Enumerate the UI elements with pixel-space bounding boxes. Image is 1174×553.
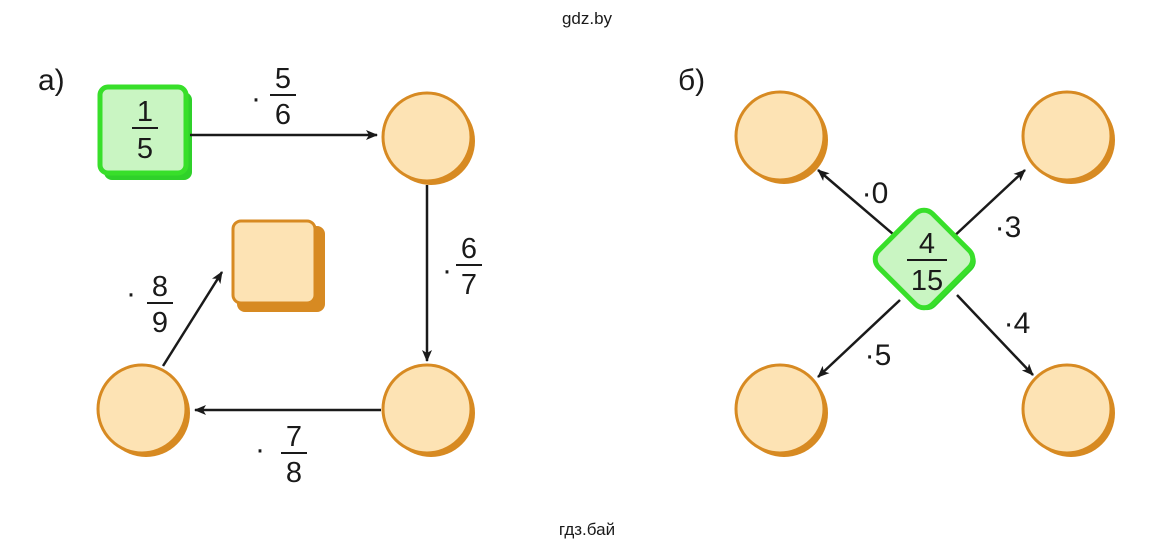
part-a-circle-bottom-right [381,363,475,457]
part-b-circle-bottom-left [734,363,828,457]
part-a-op-4-denominator: 9 [152,307,168,339]
part-b-arrow-bottom-left [817,299,901,378]
part-b-center-numerator: 4 [919,228,935,260]
part-b-op-bottom-left: ·5 [865,339,892,372]
watermark-top: gdz.by [562,9,613,28]
part-a-op-3: · 7 8 [255,421,307,489]
part-a-op-2: · 6 7 [442,233,482,301]
part-a-start-box: 1 5 [97,84,192,180]
watermark-bottom: гдз.бай [559,520,615,539]
part-a-label: а) [38,64,65,97]
part-b-arrow-bottom-right [956,294,1034,376]
part-b-center-denominator: 15 [911,265,943,297]
part-b-center-diamond: 4 15 [872,207,976,311]
part-a-op-2-numerator: 6 [461,233,477,265]
part-a-start-denominator: 5 [137,133,153,165]
part-a-result-box [231,219,325,312]
part-b-circle-top-left [734,90,828,184]
part-a-op-1-numerator: 5 [275,63,291,95]
part-a-circle-bottom-left [96,363,190,457]
part-a-op-2-sign: · [442,254,452,287]
part-a-op-1: · 5 6 [251,63,296,131]
part-b-arrow-top-left [817,169,901,241]
part-a-op-1-sign: · [251,82,261,115]
part-b-op-bottom-right: ·4 [1004,307,1031,340]
part-a-arrow-4 [161,271,224,367]
part-b-circle-top-right [1021,90,1115,184]
part-a-op-4-sign: · [126,277,136,310]
part-a-op-1-denominator: 6 [275,99,291,131]
part-b-label: б) [678,64,705,97]
part-b-op-top-right: ·3 [995,211,1022,244]
part-a-start-numerator: 1 [137,96,153,128]
part-a-circle-top-right [381,91,475,185]
part-a-op-3-sign: · [255,433,265,466]
part-b-arrow-top-right [949,169,1026,241]
part-a-op-3-numerator: 7 [286,421,302,453]
part-a-op-3-denominator: 8 [286,457,302,489]
part-b-op-top-left: ·0 [862,177,889,210]
part-a-op-4: · 8 9 [126,271,173,339]
part-a-op-4-numerator: 8 [152,271,168,303]
part-b-circle-bottom-right [1021,363,1115,457]
part-a-op-2-denominator: 7 [461,269,477,301]
